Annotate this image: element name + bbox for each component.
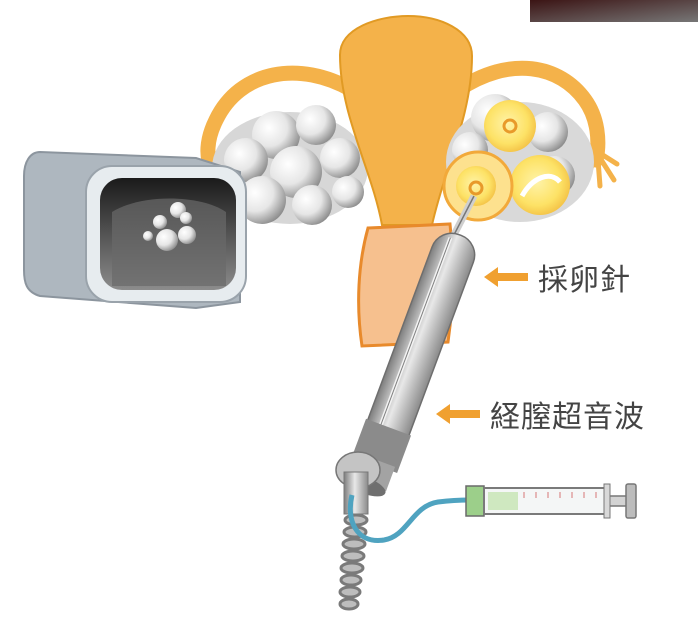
right-ovary <box>444 94 594 222</box>
syringe <box>466 484 636 518</box>
needle-callout: 採卵針 <box>484 255 631 299</box>
left-arrow-icon <box>436 404 480 424</box>
ultrasound-label: 経膣超音波 <box>490 392 645 436</box>
corner-photo-fragment <box>530 0 698 22</box>
ultrasound-monitor <box>24 152 246 308</box>
left-arrow-icon <box>484 267 528 287</box>
needle-label: 採卵針 <box>538 255 631 299</box>
ultrasound-callout: 経膣超音波 <box>436 392 645 436</box>
